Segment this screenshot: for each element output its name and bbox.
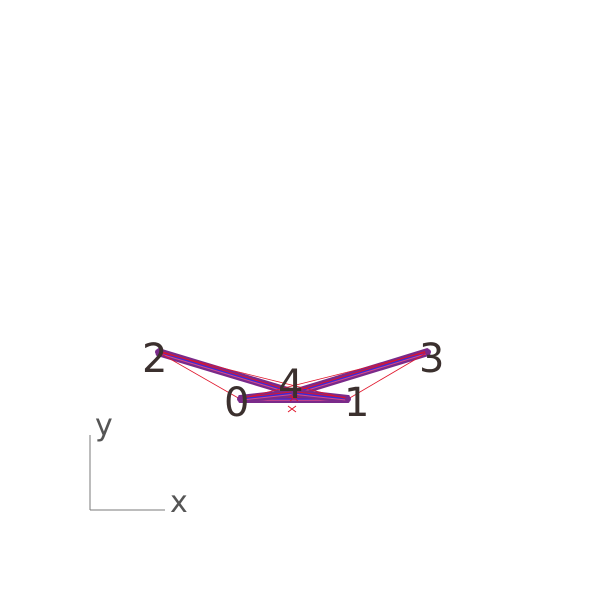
- node-4: [291, 390, 297, 396]
- node-label-4: 4: [278, 362, 303, 408]
- edge-strand: [157, 348, 297, 393]
- edge-2-1: [157, 351, 349, 400]
- edge-0-3: [239, 351, 429, 400]
- edge-2-0: [157, 351, 241, 400]
- edge-strand: [239, 393, 295, 401]
- edge-1-3: [347, 351, 429, 400]
- node-1: [345, 396, 351, 402]
- edge-strand: [156, 350, 296, 395]
- edge-strand: [155, 352, 295, 397]
- edge-strand: [292, 393, 350, 403]
- edge-4-3: [291, 348, 431, 397]
- y-axis-label: y: [95, 408, 113, 443]
- node-2: [155, 349, 161, 355]
- node-labels: 2 3 4 0 1: [142, 336, 444, 426]
- node-label-3: 3: [419, 336, 444, 382]
- axes-triad: x y: [89, 408, 188, 520]
- edge-strand: [238, 391, 296, 401]
- edges-layer: [155, 348, 431, 413]
- node-label-0: 0: [224, 380, 249, 426]
- edge-strand: [293, 393, 349, 401]
- edge-strand: [292, 350, 430, 395]
- hub-mark: [289, 394, 299, 402]
- x-axis-label: x: [170, 485, 188, 520]
- edge-strand: [293, 352, 429, 395]
- edge-strand: [238, 389, 296, 399]
- node-label-2: 2: [142, 336, 167, 382]
- node-label-1: 1: [344, 380, 369, 426]
- node-0: [237, 396, 243, 402]
- edge-strand: [292, 391, 350, 401]
- edge-strand: [292, 389, 350, 399]
- hub-mark: [287, 405, 297, 413]
- edge-4-1: [292, 389, 350, 403]
- edge-strand: [291, 348, 429, 393]
- edge-strand: [238, 393, 296, 403]
- node-3: [425, 349, 431, 355]
- edge-strand: [293, 352, 431, 397]
- edge-strand: [157, 352, 295, 395]
